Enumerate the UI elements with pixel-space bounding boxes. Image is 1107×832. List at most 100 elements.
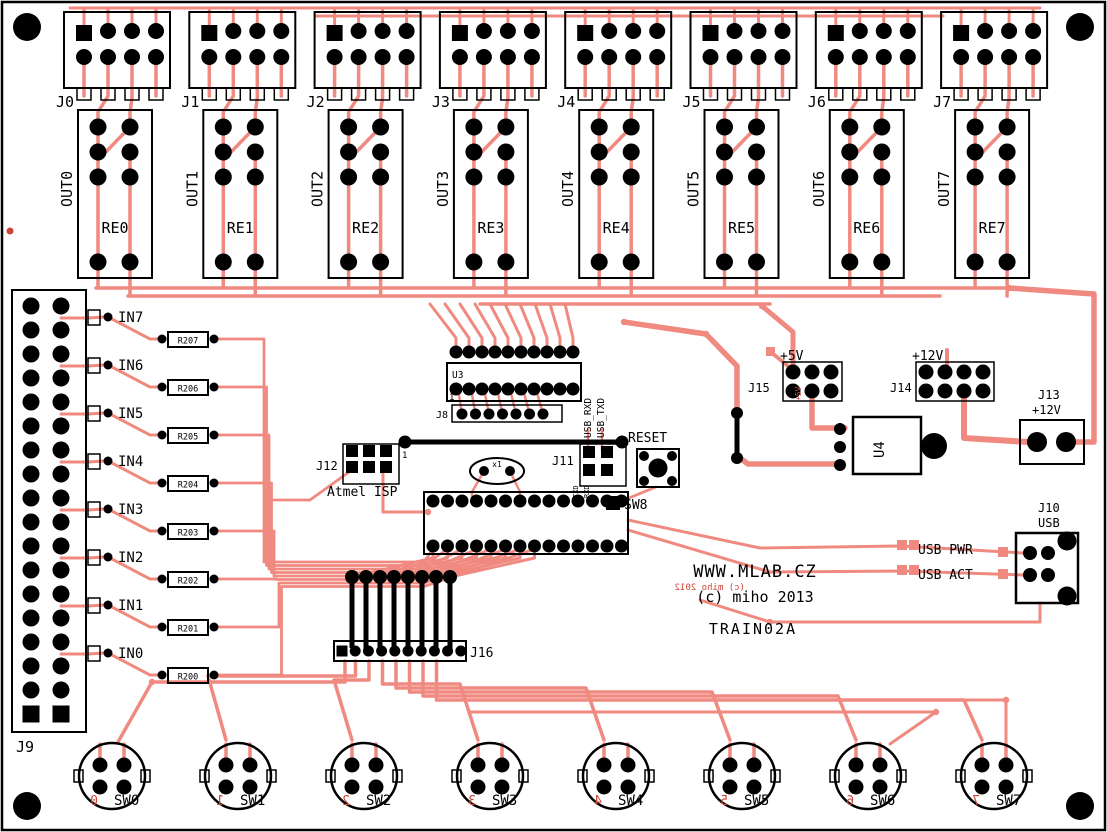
resistor-pad xyxy=(157,334,167,344)
connector-outline xyxy=(188,11,297,89)
j14-pad xyxy=(918,383,934,399)
connector-pin1-pad xyxy=(827,25,844,41)
switch-tab xyxy=(451,769,462,783)
copper-trace xyxy=(722,55,737,129)
switch-outline xyxy=(77,741,147,811)
connector-pin-slot xyxy=(601,87,617,101)
connector-pad xyxy=(750,49,767,65)
connector-pin-slot xyxy=(148,87,164,101)
socket-pad xyxy=(441,539,454,553)
relay-pad xyxy=(372,143,390,161)
copper-trace xyxy=(626,528,1025,577)
connector-pad xyxy=(625,23,642,39)
j16-pad xyxy=(362,645,374,657)
reset-pad xyxy=(667,476,677,486)
connector-pad xyxy=(851,49,868,65)
connector-outline xyxy=(814,11,923,89)
j14-pad xyxy=(918,364,934,380)
input-pad xyxy=(103,360,113,370)
copper-trace xyxy=(468,710,938,746)
connector-pad xyxy=(899,49,916,65)
relay-pad xyxy=(340,143,358,161)
j16-wire-pad xyxy=(429,570,443,584)
input-pad xyxy=(103,504,113,514)
resistor-outline xyxy=(167,331,209,348)
input-jumper xyxy=(87,309,101,326)
socket-pad xyxy=(615,494,628,508)
relay-pad xyxy=(89,253,107,271)
j16-pad xyxy=(349,645,361,657)
relay-pad xyxy=(998,168,1016,186)
copper-trace xyxy=(346,55,361,129)
j9-pad xyxy=(52,465,70,483)
relay-pad xyxy=(841,118,859,136)
reset-button-outline xyxy=(636,448,680,488)
connector-pin-slot xyxy=(852,87,868,101)
connector-label: J0 xyxy=(56,93,74,111)
relay-outline xyxy=(954,109,1031,279)
connector-pad xyxy=(977,49,994,65)
socket-pad xyxy=(470,494,483,508)
copper-trace xyxy=(212,529,493,578)
copper-trace xyxy=(629,55,635,129)
socket-pad xyxy=(615,539,628,553)
socket-pad xyxy=(484,494,498,508)
resistor-pad xyxy=(157,478,167,488)
connector-pad xyxy=(523,23,540,39)
out-label: OUT5 xyxy=(685,171,703,207)
u4-mounting-pad xyxy=(921,433,947,459)
switch-tab xyxy=(140,769,151,783)
j9-pad xyxy=(22,489,40,507)
connector-label: J5 xyxy=(683,93,701,111)
u3-pad xyxy=(488,345,502,359)
mounting-hole xyxy=(13,792,41,820)
connector-pad xyxy=(350,23,367,39)
input-label: IN0 xyxy=(118,646,143,662)
connector-pin1-pad xyxy=(201,25,218,41)
connector-label: J6 xyxy=(808,93,826,111)
relay-pad xyxy=(841,168,859,186)
j9-pad xyxy=(22,657,40,675)
usb-rxd-label: USB_RXD xyxy=(583,398,594,438)
connector-pin-slot xyxy=(828,87,844,101)
connector-pad xyxy=(475,49,492,65)
switch-label: SW5 xyxy=(744,793,769,809)
j9-pad xyxy=(22,321,40,339)
j12-pad xyxy=(380,445,392,457)
switch-tab xyxy=(266,769,277,783)
socket-pad xyxy=(455,494,469,508)
switch-label: SW1 xyxy=(240,793,265,809)
u3-pad xyxy=(488,382,502,396)
usb-connector-outline xyxy=(1014,531,1080,605)
connector-pad xyxy=(273,49,290,65)
wire-pad xyxy=(731,452,743,464)
input-label: IN4 xyxy=(118,454,143,470)
connector-pad xyxy=(225,49,242,65)
connector-pin-slot xyxy=(750,87,767,101)
connector-pin-slot xyxy=(1001,87,1017,101)
switch-pad xyxy=(368,757,384,773)
switch-label: SW3 xyxy=(492,793,517,809)
resistor-pad xyxy=(157,574,167,584)
copper-trace xyxy=(563,302,575,354)
switch-pad xyxy=(848,779,864,795)
switch-pad xyxy=(116,757,132,773)
u3-pad xyxy=(527,382,541,396)
mounting-hole xyxy=(1066,13,1094,41)
plus5v-label: +5V xyxy=(780,349,804,364)
relay-pad xyxy=(716,253,733,271)
copper-trace xyxy=(698,598,1042,624)
relay-pad xyxy=(89,168,107,186)
u3-pad xyxy=(449,382,463,396)
connector-pad xyxy=(499,49,516,65)
resistor-outline xyxy=(167,379,209,396)
j9-pad xyxy=(52,297,70,315)
connector-pad xyxy=(398,49,415,65)
socket-pad xyxy=(499,494,512,508)
j12-pad xyxy=(380,461,392,473)
j15-label: J15 xyxy=(748,381,770,395)
connector-pad xyxy=(1025,23,1042,39)
copper-trace xyxy=(961,388,1031,445)
j9-outline xyxy=(11,289,87,733)
